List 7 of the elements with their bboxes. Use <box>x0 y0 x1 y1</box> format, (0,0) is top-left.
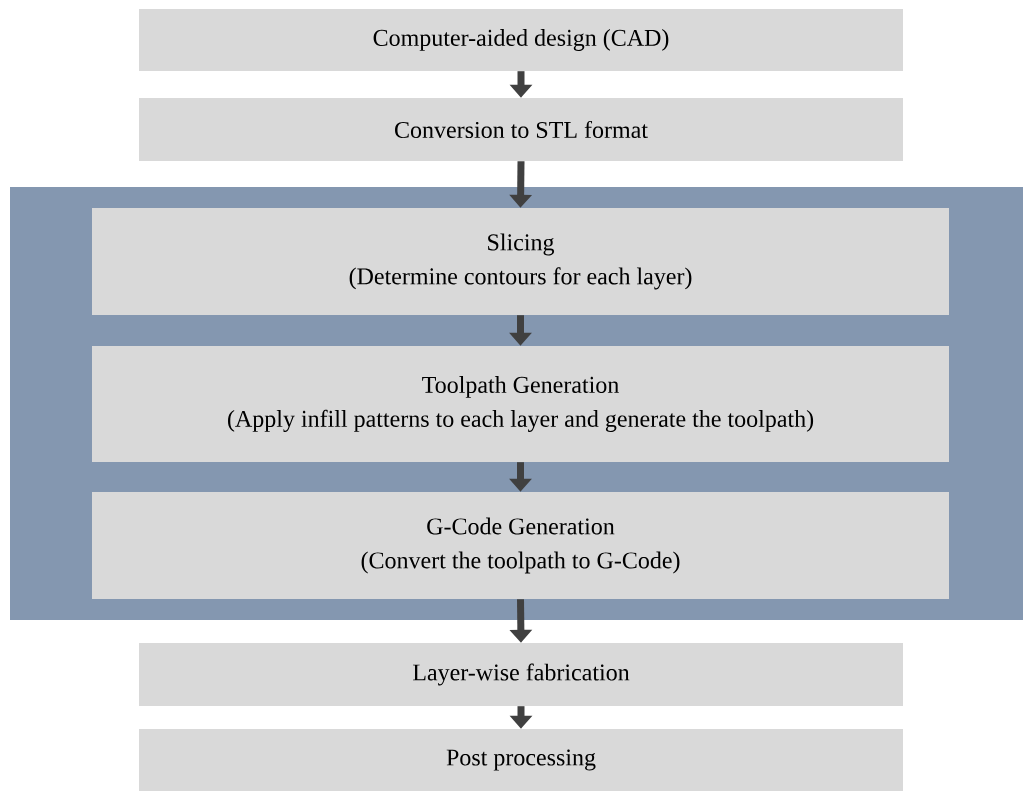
process-box: Computer-aided design (CAD) <box>139 9 903 71</box>
process-box: Post processing <box>139 729 903 791</box>
process-box: Layer-wise fabrication <box>139 643 903 706</box>
process-box: Toolpath Generation (Apply infill patterns to each layer and generate the toolpath) <box>92 346 949 462</box>
process-box: Slicing (Determine contours for each layer) <box>92 208 949 315</box>
process-box: Conversion to STL format <box>139 98 903 161</box>
process-box: G-Code Generation (Convert the toolpath to G-Code) <box>92 492 949 599</box>
